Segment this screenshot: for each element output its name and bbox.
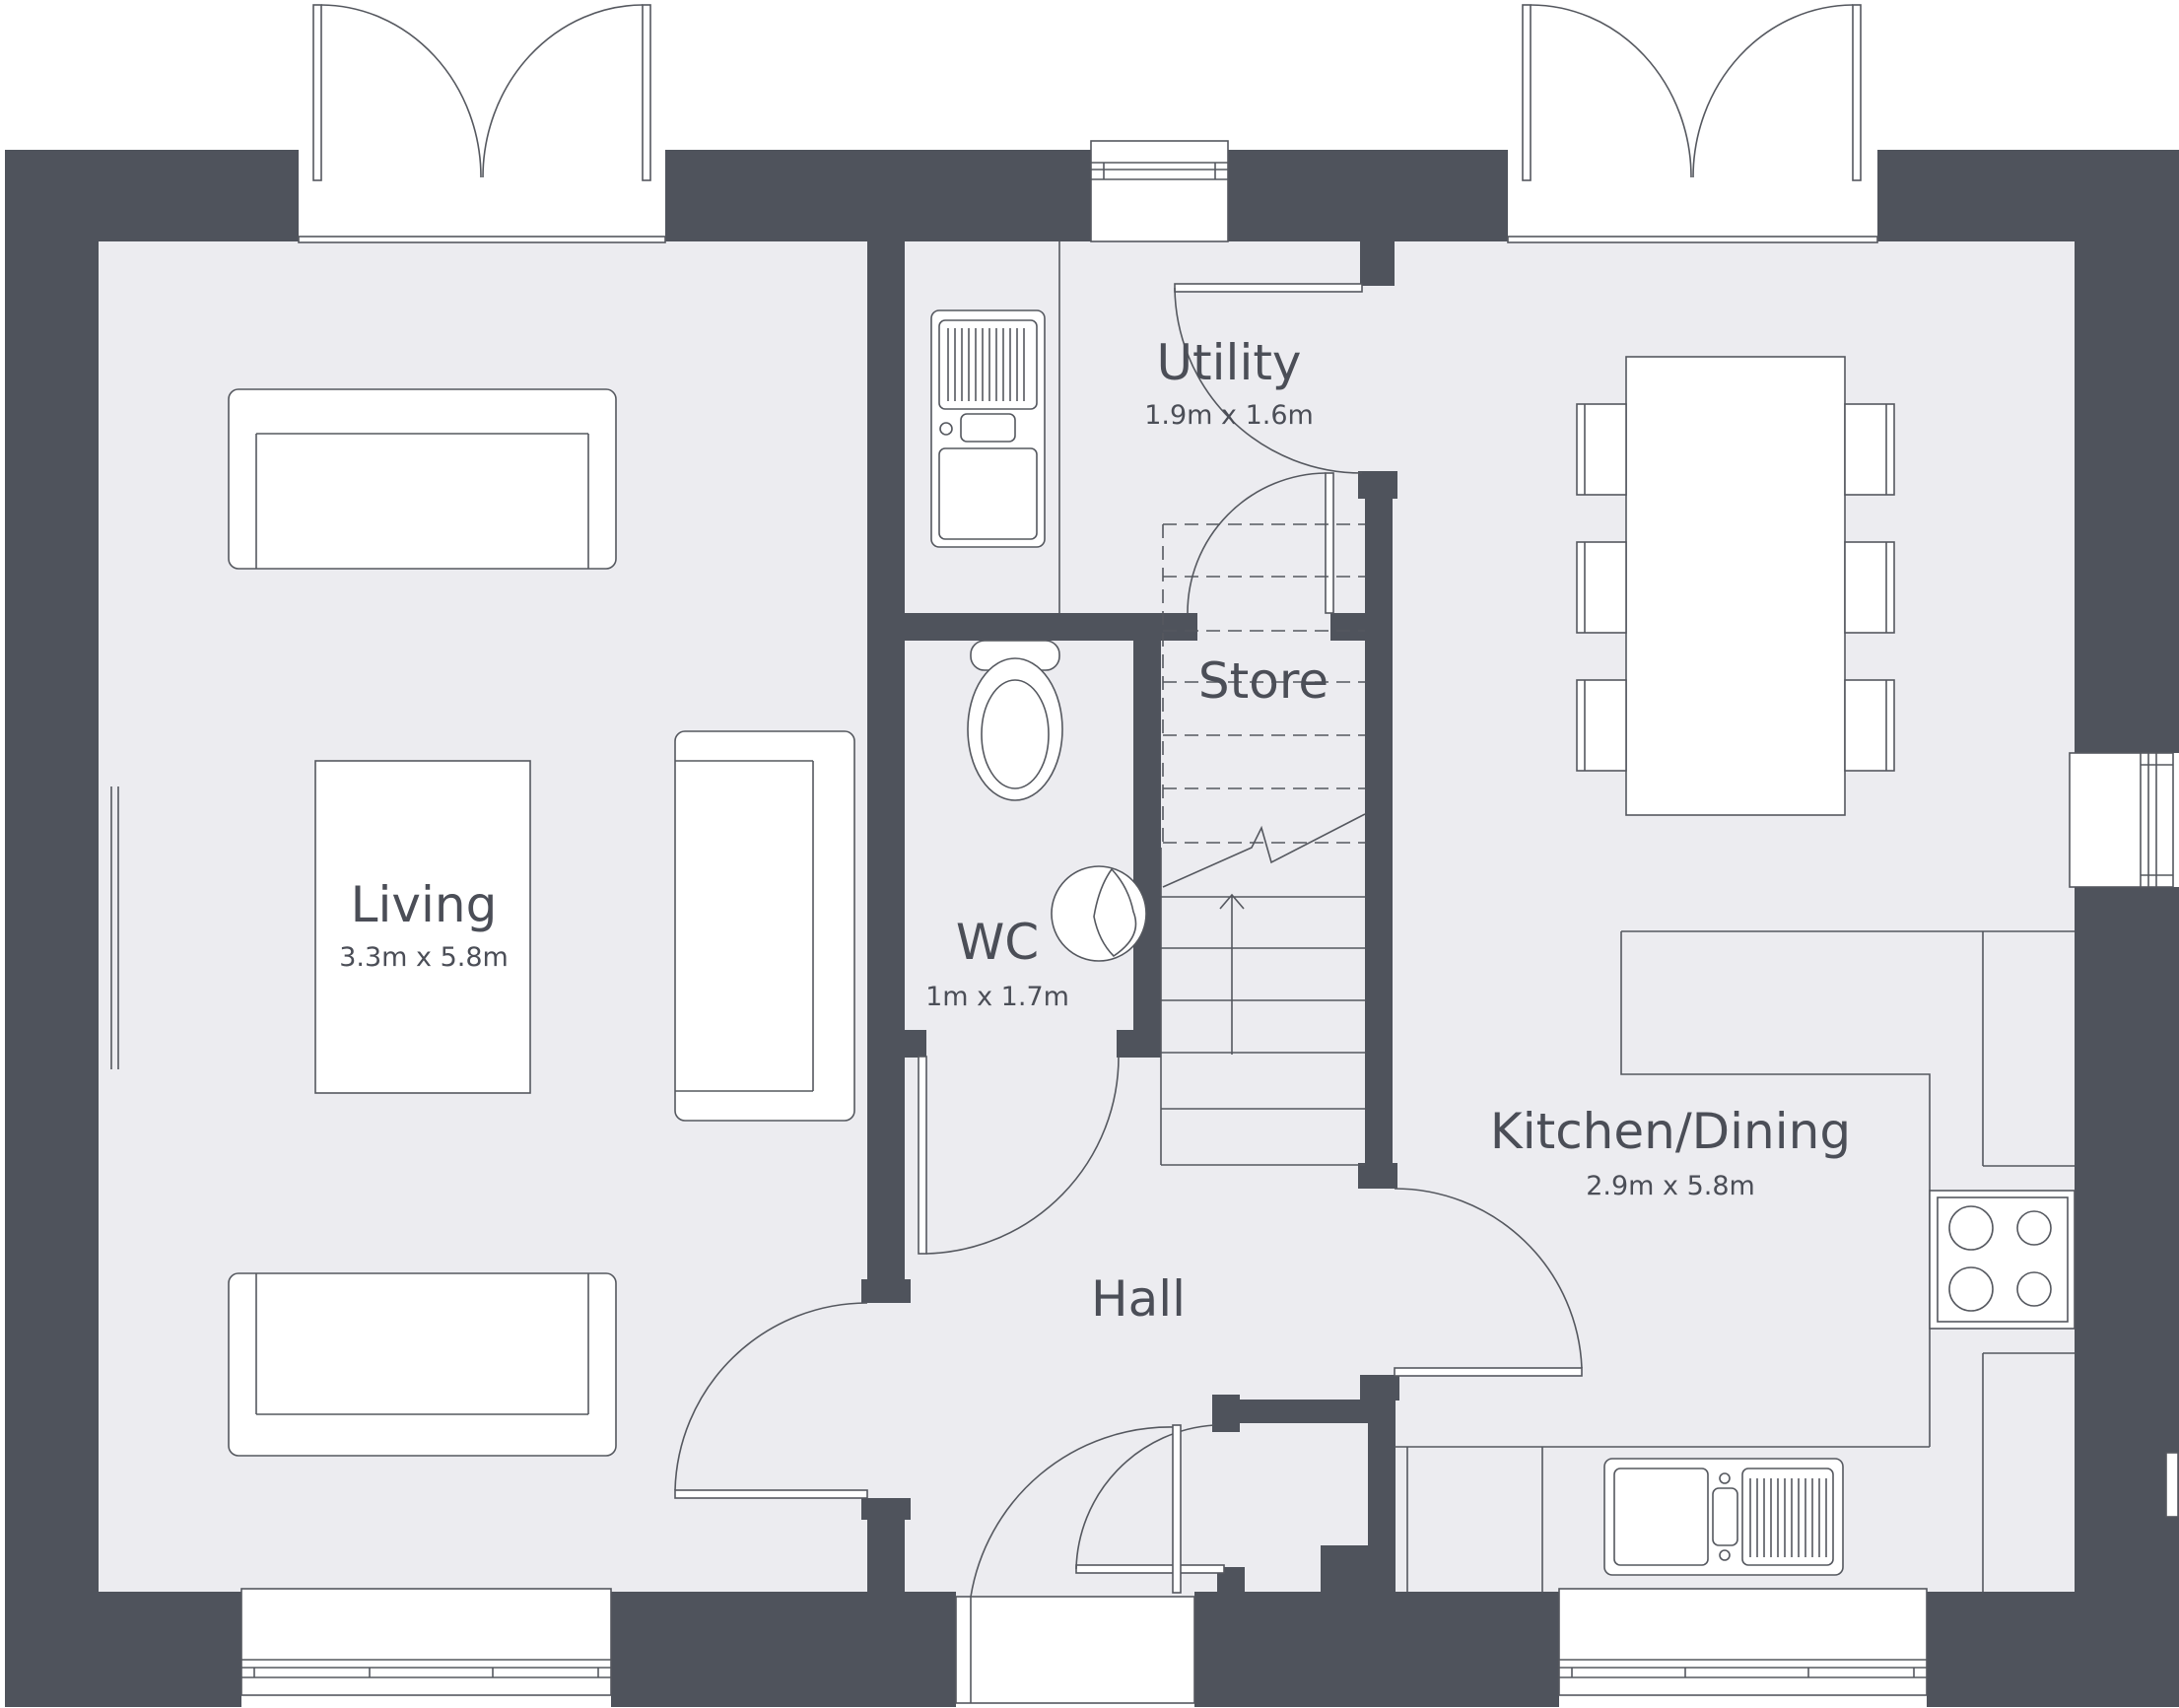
hall-label: Hall bbox=[1091, 1270, 1186, 1328]
store-label: Store bbox=[1198, 652, 1328, 710]
french-doors-kitchen bbox=[1507, 4, 1878, 243]
wc-label: WC bbox=[956, 914, 1039, 971]
kitchen-label: Kitchen/Dining bbox=[1490, 1103, 1851, 1160]
doors bbox=[674, 283, 1583, 1704]
windows bbox=[110, 140, 2179, 1696]
kitchen-dims: 2.9m x 5.8m bbox=[1586, 1171, 1755, 1201]
wc-fittings bbox=[967, 640, 1147, 962]
utility-label: Utility bbox=[1156, 334, 1301, 391]
staircase bbox=[1160, 523, 1366, 1166]
kitchen-units bbox=[1395, 930, 2076, 1592]
dining-table bbox=[1576, 356, 1895, 816]
wc-dims: 1m x 1.7m bbox=[925, 982, 1069, 1012]
room-labels: Living 3.3m x 5.8m Utility 1.9m x 1.6m S… bbox=[339, 334, 1851, 1328]
interior-walls bbox=[861, 241, 1399, 1597]
utility-dims: 1.9m x 1.6m bbox=[1144, 400, 1314, 431]
living-dims: 3.3m x 5.8m bbox=[339, 942, 509, 973]
french-doors-living bbox=[298, 4, 666, 243]
living-furniture bbox=[228, 388, 855, 1457]
living-label: Living bbox=[351, 876, 498, 933]
exterior-walls bbox=[5, 150, 2179, 1707]
utility-sink bbox=[930, 241, 1060, 613]
